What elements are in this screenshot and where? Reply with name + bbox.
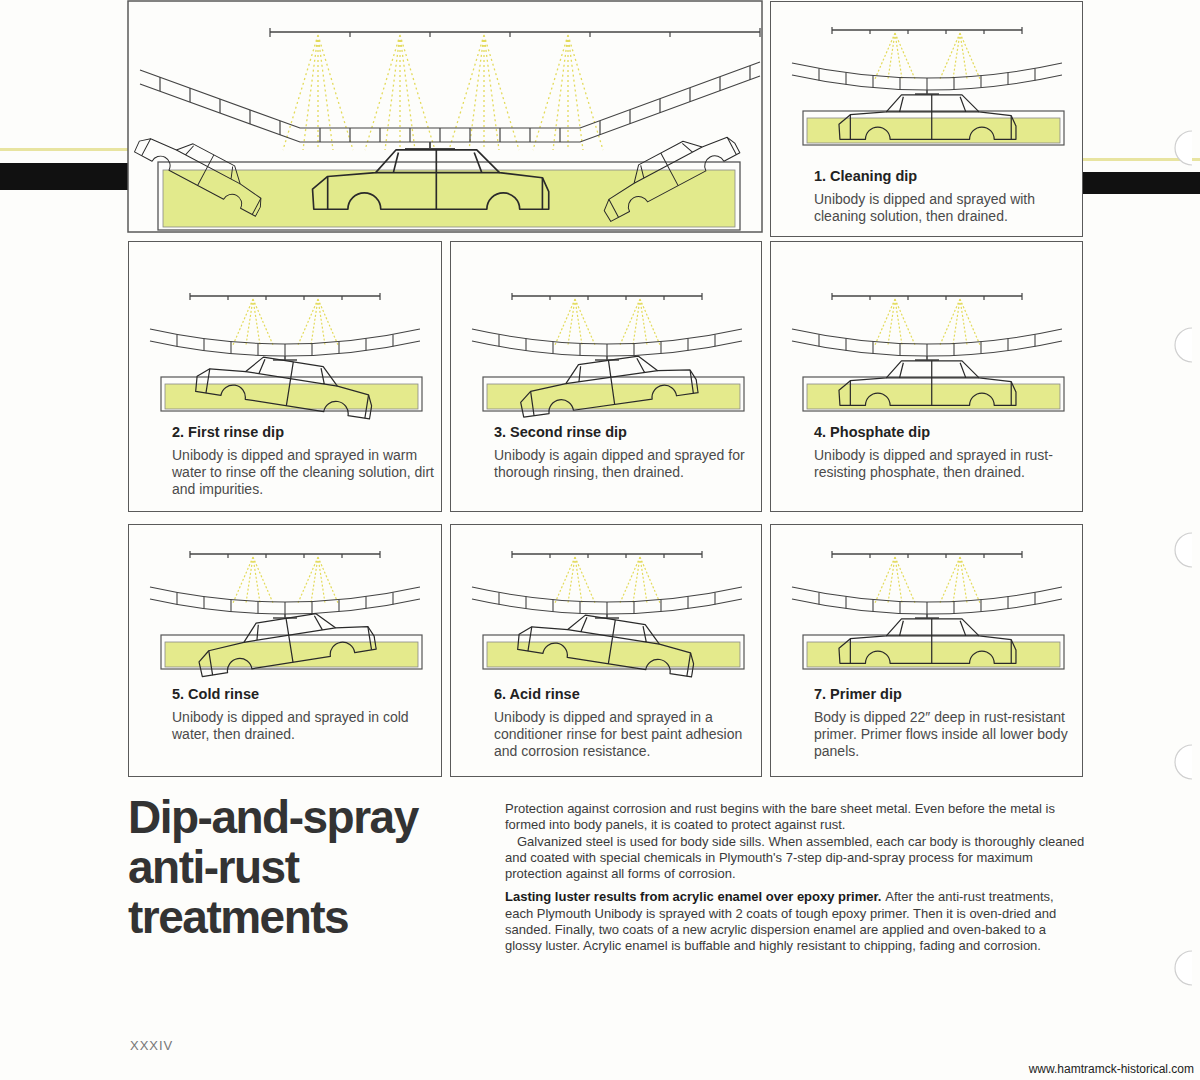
car-body: [839, 619, 1016, 663]
overview-illustration: [128, 1, 762, 232]
illustration-part: [792, 27, 1064, 145]
step-panel: 7. Primer dipBody is dipped 22″ deep in …: [770, 524, 1083, 777]
spray-cone: [283, 35, 603, 150]
step-description: Unibody is dipped and sprayed in warm wa…: [172, 447, 434, 498]
paragraph: Protection against corrosion and rust be…: [505, 801, 1085, 834]
car-body: [839, 361, 1016, 405]
illustration-part: [449, 35, 519, 150]
step-text: 5. Cold rinseUnibody is dipped and spray…: [172, 686, 434, 743]
step-heading: 7. Primer dip: [814, 686, 1076, 703]
car-body: [134, 121, 272, 216]
step-description: Unibody is again dipped and sprayed for …: [494, 447, 756, 481]
step-panel: 4. Phosphate dipUnibody is dipped and sp…: [770, 241, 1083, 512]
step-panel: 6. Acid rinseUnibody is dipped and spray…: [450, 524, 762, 777]
step-illustration: [472, 293, 744, 417]
illustration-part: [150, 551, 422, 669]
step-description: Unibody is dipped and sprayed in rust-re…: [814, 447, 1076, 481]
step-text: 6. Acid rinseUnibody is dipped and spray…: [494, 686, 756, 760]
sprayer-bar: [270, 31, 760, 33]
illustration-part: [472, 293, 744, 411]
illustration-part: [140, 76, 760, 142]
binder-hole: [1175, 131, 1192, 985]
body-text: Protection against corrosion and rust be…: [505, 801, 1055, 832]
illustration-part: [0, 148, 128, 151]
step-text: 2. First rinse dipUnibody is dipped and …: [172, 424, 434, 498]
car-body: [839, 95, 1016, 139]
step-heading: 5. Cold rinse: [172, 686, 434, 703]
step-heading: 6. Acid rinse: [494, 686, 756, 703]
step-description: Unibody is dipped and sprayed in a condi…: [494, 709, 756, 760]
step-heading: 1. Cleaning dip: [814, 168, 1042, 185]
car-body: [194, 605, 376, 677]
illustration-part: [472, 551, 744, 669]
illustration-part: [365, 35, 435, 150]
conveyor-rail: [140, 62, 760, 149]
car-body: [313, 150, 549, 209]
body-copy: Protection against corrosion and rust be…: [505, 801, 1085, 955]
car-body: [593, 120, 740, 222]
illustration-part: [1175, 328, 1192, 362]
paragraph: Galvanized steel is used for body side s…: [505, 834, 1085, 883]
illustration-part: [283, 35, 353, 150]
illustration-part: [792, 293, 1064, 411]
car-body: [517, 605, 699, 677]
step-text: 1. Cleaning dipUnibody is dipped and spr…: [814, 168, 1042, 225]
step-panel: 3. Second rinse dipUnibody is again dipp…: [450, 241, 762, 512]
step-text: 7. Primer dipBody is dipped 22″ deep in …: [814, 686, 1076, 760]
step-description: Unibody is dipped and sprayed with clean…: [814, 191, 1042, 225]
step-illustration: [150, 293, 422, 419]
step-description: Unibody is dipped and sprayed in cold wa…: [172, 709, 434, 743]
step-panel: 2. First rinse dipUnibody is dipped and …: [128, 241, 442, 512]
illustration-part: [1175, 131, 1192, 165]
car-body: [517, 349, 698, 418]
step-illustration: [472, 551, 744, 677]
illustration-part: [1175, 745, 1192, 779]
illustration-part: [150, 293, 422, 411]
watermark: www.hamtramck-historical.com: [1029, 1062, 1194, 1076]
step-text: 4. Phosphate dipUnibody is dipped and sp…: [814, 424, 1076, 481]
illustration-part: [134, 28, 760, 230]
step-text: 3. Second rinse dipUnibody is again dipp…: [494, 424, 756, 481]
step-heading: 2. First rinse dip: [172, 424, 434, 441]
illustration-part: [1175, 951, 1192, 985]
step-heading: 3. Second rinse dip: [494, 424, 756, 441]
illustration-part: [1175, 533, 1192, 567]
car-body: [195, 347, 377, 419]
step-panel: 1. Cleaning dipUnibody is dipped and spr…: [770, 1, 1083, 237]
illustration-part: [1083, 172, 1200, 194]
lead-in: Lasting luster results from acrylic enam…: [505, 889, 881, 904]
overview-panel: [128, 1, 762, 232]
illustration-part: [533, 35, 603, 150]
body-text: Galvanized steel is used for body side s…: [505, 834, 1084, 882]
step-panel: 5. Cold rinseUnibody is dipped and spray…: [128, 524, 442, 777]
page-number: XXXIV: [130, 1038, 173, 1053]
illustration-part: [160, 66, 750, 142]
paragraph: Lasting luster results from acrylic enam…: [505, 889, 1085, 954]
illustration-part: [163, 170, 735, 227]
step-illustration: [150, 551, 422, 677]
illustration-part: [405, 142, 455, 149]
illustration-part: [0, 163, 128, 190]
step-illustration: [792, 27, 1064, 145]
illustration-part: [792, 551, 1064, 669]
step-heading: 4. Phosphate dip: [814, 424, 1076, 441]
step-description: Body is dipped 22″ deep in rust-resistan…: [814, 709, 1076, 760]
step-illustration: [792, 293, 1064, 411]
sprayer-nozzle: [270, 28, 760, 37]
step-illustration: [792, 551, 1064, 669]
page-title: Dip-and-spray anti-rust treatments: [128, 792, 458, 942]
